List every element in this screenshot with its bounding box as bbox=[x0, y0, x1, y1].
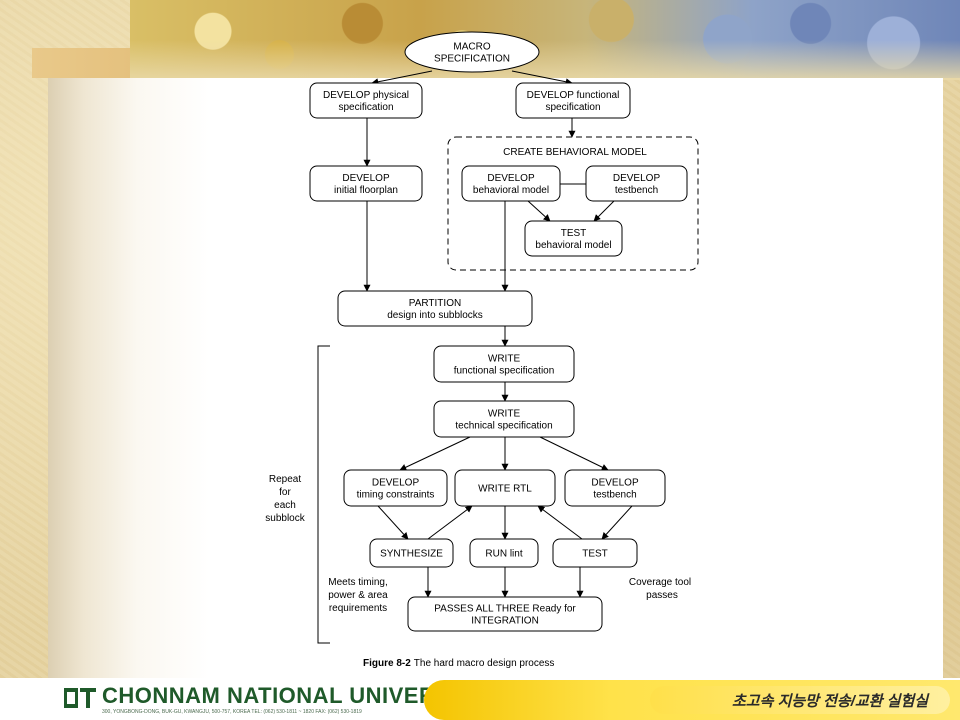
node-box bbox=[309, 82, 423, 119]
node-box bbox=[407, 596, 603, 632]
node-label-line: behavioral model bbox=[473, 185, 549, 196]
flow-connectors bbox=[317, 70, 633, 644]
repeat-line-3: each bbox=[274, 500, 296, 511]
node-label-line: testbench bbox=[615, 185, 658, 196]
node-label-line: specification bbox=[338, 102, 393, 113]
node-label-line: testbench bbox=[593, 490, 636, 501]
node-box bbox=[524, 220, 623, 257]
figure-caption-text: The hard macro design process bbox=[414, 658, 555, 669]
node-box bbox=[564, 469, 666, 507]
annotation-layer: Repeat for each subblock Meets timing, p… bbox=[265, 474, 691, 614]
node-label-line: DEVELOP physical bbox=[323, 90, 409, 101]
node-box bbox=[337, 290, 533, 327]
node-write-rtl: WRITE RTL bbox=[454, 469, 556, 507]
figure-caption-label: Figure 8-2 bbox=[363, 658, 411, 669]
edge-macro-functional bbox=[511, 70, 573, 86]
node-label-line: PARTITION bbox=[409, 298, 461, 309]
node-label-line: design into subblocks bbox=[387, 310, 483, 321]
behavioral-model-group-label: CREATE BEHAVIORAL MODEL bbox=[503, 147, 647, 158]
node-label-line: PASSES ALL THREE Ready for bbox=[434, 604, 576, 615]
university-address: 300, YONGBONG-DONG, BUK-GU, KWANGJU, 500… bbox=[102, 709, 362, 715]
node-synthesize: SYNTHESIZE bbox=[369, 538, 454, 568]
node-test: TEST bbox=[552, 538, 638, 568]
coverage-line-2: passes bbox=[646, 590, 678, 601]
node-label-line: DEVELOP bbox=[613, 173, 661, 184]
node-label-line: behavioral model bbox=[535, 240, 611, 251]
node-label-line: timing constraints bbox=[357, 490, 435, 501]
repeat-line-1: Repeat bbox=[269, 474, 301, 485]
node-label-line: SPECIFICATION bbox=[434, 54, 510, 65]
node-label-line: TEST bbox=[561, 228, 587, 239]
node-box bbox=[552, 538, 638, 568]
node-box bbox=[515, 82, 631, 119]
edge-timing-synth bbox=[377, 505, 409, 540]
repeat-bracket bbox=[317, 345, 330, 644]
node-shape bbox=[404, 31, 540, 73]
edge-behav-test bbox=[527, 200, 551, 222]
node-run-lint: RUN lint bbox=[469, 538, 539, 568]
repeat-line-4: subblock bbox=[265, 513, 305, 524]
node-label-line: specification bbox=[545, 102, 600, 113]
node-label-line: RUN lint bbox=[485, 549, 522, 560]
top-banner-fade bbox=[130, 40, 960, 80]
meets-timing-line-2: power & area bbox=[328, 590, 388, 601]
node-box bbox=[469, 538, 539, 568]
edge-tech-testbench bbox=[539, 436, 609, 471]
edge-synth-rtl bbox=[427, 505, 473, 540]
node-label-line: DEVELOP bbox=[487, 173, 535, 184]
node-label-line: technical specification bbox=[455, 421, 552, 432]
edge-testbench-test bbox=[601, 505, 633, 540]
node-box bbox=[585, 165, 688, 202]
node-box bbox=[369, 538, 454, 568]
node-label-line: DEVELOP functional bbox=[527, 90, 620, 101]
node-box bbox=[454, 469, 556, 507]
university-name: CHONNAM NATIONAL UNIVERSITY bbox=[102, 683, 487, 708]
node-label-line: WRITE bbox=[488, 354, 521, 365]
university-logo-icon bbox=[64, 688, 96, 708]
node-label-line: functional specification bbox=[454, 366, 555, 377]
node-label-line: INTEGRATION bbox=[471, 616, 539, 627]
edge-testbench-test bbox=[593, 200, 615, 222]
edge-tech-timing bbox=[399, 436, 471, 471]
node-label-line: WRITE RTL bbox=[478, 484, 532, 495]
node-label-line: MACRO bbox=[453, 42, 490, 53]
node-label-line: SYNTHESIZE bbox=[380, 549, 443, 560]
node-label-line: TEST bbox=[582, 549, 608, 560]
meets-timing-line-1: Meets timing, bbox=[328, 577, 387, 588]
edge-macro-physical bbox=[371, 70, 433, 86]
lab-banner-inner bbox=[650, 686, 950, 714]
node-box bbox=[433, 345, 575, 383]
node-label-line: WRITE bbox=[488, 409, 521, 420]
node-box bbox=[309, 165, 423, 202]
coverage-line-1: Coverage tool bbox=[629, 577, 691, 588]
edge-test-rtl bbox=[537, 505, 583, 540]
node-box bbox=[433, 400, 575, 438]
node-label-line: DEVELOP bbox=[342, 173, 390, 184]
lab-name: 초고속 지능망 전송/교환 실험실 bbox=[732, 693, 929, 710]
meets-timing-line-3: requirements bbox=[329, 603, 387, 614]
node-label-line: DEVELOP bbox=[591, 478, 639, 489]
node-label-line: DEVELOP bbox=[372, 478, 420, 489]
behavioral-model-group-box bbox=[447, 136, 699, 271]
node-label-line: initial floorplan bbox=[334, 185, 398, 196]
node-box bbox=[461, 165, 561, 202]
repeat-line-2: for bbox=[279, 487, 291, 498]
node-box bbox=[343, 469, 448, 507]
